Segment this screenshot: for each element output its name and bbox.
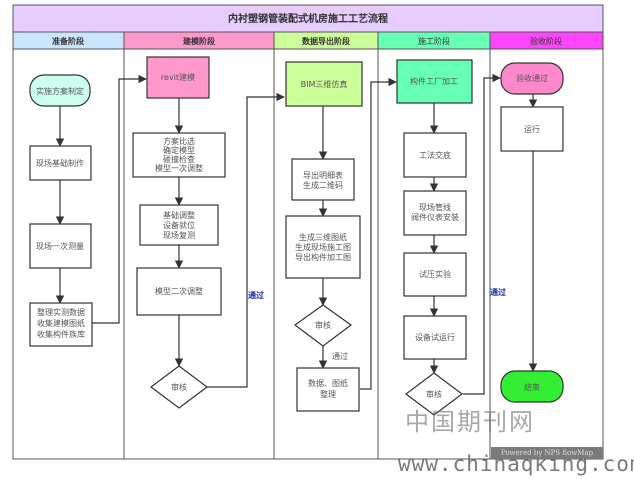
node-data-review[interactable] bbox=[293, 304, 353, 347]
label-model-adjust-2: 设备就位 bbox=[163, 220, 195, 230]
label-data-drawings-2: 生成现场施工图 bbox=[295, 242, 351, 252]
edge-con-review-to-pass bbox=[463, 73, 501, 395]
edge-model-review-to-bim bbox=[207, 92, 285, 388]
label-model-second: 模型二次调整 bbox=[155, 286, 203, 296]
node-data-bim[interactable] bbox=[285, 61, 363, 107]
watermark-cn: 中国期刊网 bbox=[405, 408, 535, 436]
label-prep-organize-1: 整理实测数据 bbox=[37, 307, 85, 317]
label-prep-organize-3: 收集构件族库 bbox=[37, 329, 85, 339]
label-con-factory: 构件工厂加工 bbox=[410, 76, 458, 86]
label-prep-organize-2: 收集建模图纸 bbox=[37, 318, 85, 328]
label-con-brief: 工法交底 bbox=[419, 150, 451, 160]
label-data-export-1: 导出明细表 bbox=[303, 170, 343, 180]
node-prep-measure[interactable] bbox=[29, 223, 92, 269]
node-data-organize[interactable] bbox=[296, 367, 360, 412]
node-data-drawings[interactable] bbox=[285, 215, 361, 279]
node-acc-pass[interactable] bbox=[500, 62, 564, 95]
node-model-second[interactable] bbox=[136, 267, 222, 316]
node-con-install[interactable] bbox=[403, 190, 467, 236]
label-model-compare-3: 碰撞检查 bbox=[163, 154, 195, 164]
lane-headers: 准备阶段 建模阶段 数据导出阶段 施工阶段 验收阶段 bbox=[12, 31, 604, 50]
nodes bbox=[29, 56, 564, 416]
label-data-review: 审核 bbox=[315, 320, 331, 330]
lane-label-construction: 施工阶段 bbox=[418, 36, 450, 46]
label-model-adjust-3: 现场复测 bbox=[163, 230, 195, 240]
label-data-bim: BIM三维仿真 bbox=[301, 79, 348, 89]
label-data-drawings-1: 生成三维图纸 bbox=[299, 232, 347, 242]
node-acc-run[interactable] bbox=[500, 106, 564, 152]
edge-organize-to-revit bbox=[92, 74, 147, 324]
node-model-compare[interactable] bbox=[132, 132, 226, 178]
label-data-organize-2: 整理 bbox=[320, 389, 336, 399]
node-con-pressure[interactable] bbox=[403, 252, 467, 297]
edge-label-model-pass: 通过 bbox=[248, 290, 264, 300]
node-prep-base[interactable] bbox=[29, 145, 92, 181]
title-bar bbox=[12, 4, 604, 33]
edge-label-data-pass: 通过 bbox=[332, 351, 348, 361]
lane-model bbox=[123, 48, 275, 460]
node-model-adjust[interactable] bbox=[139, 204, 219, 246]
label-acc-pass: 验收通过 bbox=[516, 73, 548, 83]
node-acc-end[interactable] bbox=[500, 370, 564, 403]
label-prep-measure: 现场一次测量 bbox=[36, 241, 84, 251]
label-prep-start: 实施方案制定 bbox=[36, 86, 84, 96]
powered-by-footer: Powered by NPS flowMap bbox=[491, 447, 603, 459]
label-data-organize-1: 数据、图纸 bbox=[308, 378, 348, 388]
node-con-factory[interactable] bbox=[396, 59, 473, 104]
label-data-drawings-3: 导出构件加工图 bbox=[295, 252, 351, 262]
watermark-url: www.chinaqking.com bbox=[398, 452, 634, 476]
edge-organize-to-factory bbox=[360, 77, 397, 390]
label-model-compare-4: 模型一次调整 bbox=[155, 163, 203, 173]
edges bbox=[55, 73, 538, 395]
label-con-pressure: 试压实验 bbox=[419, 269, 451, 279]
lane-label-model: 建模阶段 bbox=[182, 36, 215, 46]
label-prep-base: 现场基础制作 bbox=[36, 158, 84, 168]
node-con-trial[interactable] bbox=[403, 315, 467, 360]
label-acc-end: 结束 bbox=[524, 382, 540, 392]
label-model-revit: revit建模 bbox=[161, 72, 195, 82]
lane-label-data: 数据导出阶段 bbox=[302, 36, 350, 46]
label-con-review: 审核 bbox=[426, 389, 442, 399]
node-prep-organize[interactable] bbox=[29, 302, 93, 347]
node-con-review[interactable] bbox=[405, 372, 463, 416]
label-model-compare-2: 确定模型 bbox=[163, 145, 195, 155]
label-acc-run: 运行 bbox=[524, 124, 540, 134]
label-model-review: 审核 bbox=[171, 382, 187, 392]
node-labels: 实施方案制定 现场基础制作 现场一次测量 整理实测数据 收集建模图纸 收集构件族… bbox=[36, 72, 548, 399]
node-model-review[interactable] bbox=[150, 365, 208, 409]
node-prep-start[interactable] bbox=[29, 74, 91, 107]
lane-acceptance bbox=[489, 48, 604, 460]
lane-label-acceptance: 验收阶段 bbox=[530, 36, 562, 46]
label-con-trial: 设备试运行 bbox=[415, 332, 455, 342]
label-model-compare-1: 方案比选 bbox=[163, 136, 195, 146]
node-con-brief[interactable] bbox=[403, 132, 467, 178]
label-con-install-1: 现场管线 bbox=[419, 202, 451, 212]
diagram-title: 内衬塑钢管装配式机房施工工艺流程 bbox=[228, 12, 388, 25]
edge-label-con-pass: 通过 bbox=[490, 287, 506, 297]
lane-bodies bbox=[12, 48, 604, 460]
node-model-revit[interactable] bbox=[146, 56, 210, 99]
node-data-export[interactable] bbox=[291, 158, 355, 201]
label-model-adjust-1: 基础调整 bbox=[163, 210, 195, 220]
lane-label-prep: 准备阶段 bbox=[52, 36, 84, 46]
label-con-install-2: 阀件仪表安装 bbox=[411, 212, 459, 222]
label-data-export-2: 生成二维码 bbox=[303, 180, 343, 190]
